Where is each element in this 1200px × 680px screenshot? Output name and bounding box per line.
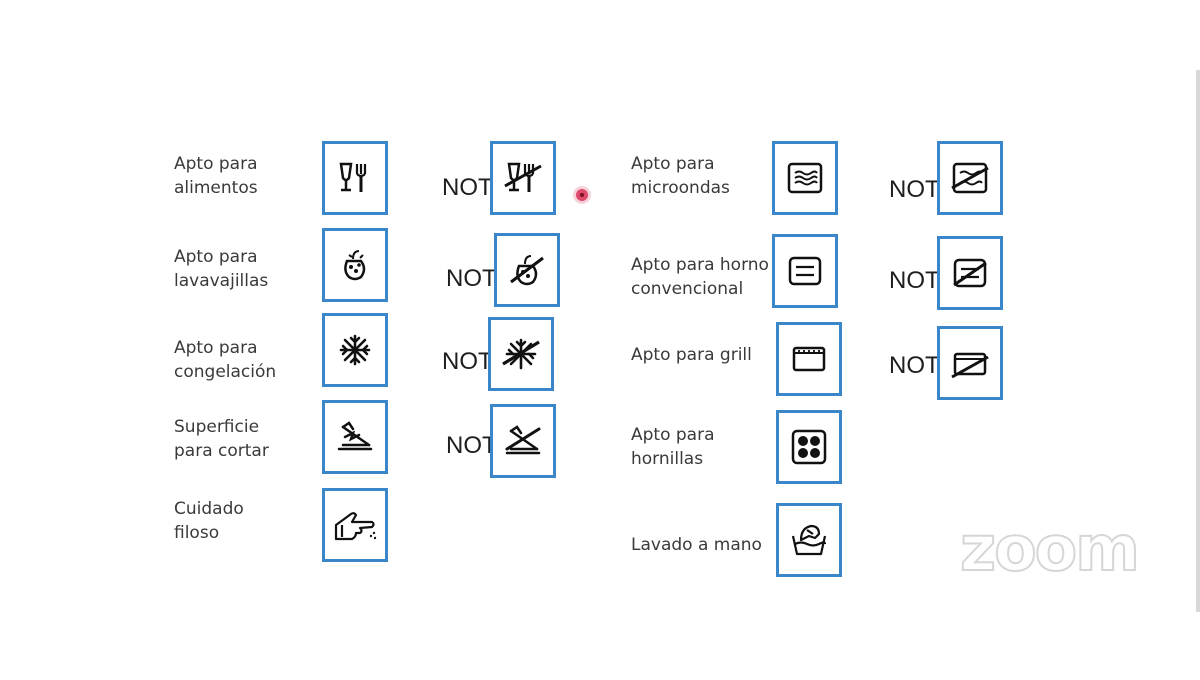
not-symbol-box-cortar	[490, 404, 556, 478]
symbol-box-cortar	[322, 400, 388, 474]
label-apto-horno: Apto para horno convencional	[631, 255, 769, 299]
slide-edge	[1196, 70, 1200, 612]
glass-fork-icon	[339, 162, 367, 192]
stovetop-icon	[791, 429, 827, 465]
not-label: NOT	[889, 176, 940, 203]
label-apto-hornillas: Apto para hornillas	[631, 425, 715, 469]
label-apto-microondas: Apto para microondas	[631, 154, 730, 198]
grill-crossed-icon	[951, 352, 989, 379]
microwave-icon	[787, 162, 823, 194]
zoom-watermark: zoom	[959, 511, 1141, 586]
label-cuidado-filoso: Cuidado filoso	[174, 499, 244, 543]
bottom-band	[0, 612, 1200, 680]
cutting-surface-crossed-icon	[505, 425, 541, 455]
label-apto-grill: Apto para grill	[631, 345, 752, 365]
symbol-box-alimentos	[322, 141, 388, 215]
not-label: NOT	[442, 174, 493, 201]
label-apto-lavavajillas: Apto para lavavajillas	[174, 247, 269, 291]
snowflake-crossed-icon	[502, 338, 540, 370]
not-label: NOT	[889, 352, 940, 379]
oven-icon	[788, 256, 822, 286]
symbol-box-hornillas	[776, 410, 842, 484]
symbol-box-filoso	[322, 488, 388, 562]
label-superficie-cortar: Superficie para cortar	[174, 417, 269, 461]
symbol-box-congelacion	[322, 313, 388, 387]
snowflake-icon	[339, 334, 371, 366]
sharp-finger-icon	[334, 512, 377, 541]
not-symbol-box-congelacion	[488, 317, 554, 391]
symbol-box-grill	[776, 322, 842, 396]
grill-icon	[792, 346, 826, 372]
not-label: NOT	[446, 265, 497, 292]
not-label: NOT	[889, 267, 940, 294]
glass-fork-crossed-icon	[504, 162, 542, 192]
dishwasher-crossed-icon	[510, 255, 544, 286]
not-label: NOT	[442, 348, 493, 375]
label-lavado-mano: Lavado a mano	[631, 535, 762, 555]
symbol-box-horno	[772, 234, 838, 308]
label-apto-congelacion: Apto para congelación	[174, 338, 277, 382]
not-symbol-box-grill	[937, 326, 1003, 400]
symbol-box-microondas	[772, 141, 838, 215]
not-symbol-box-horno	[937, 236, 1003, 310]
hand-wash-icon	[791, 524, 827, 556]
top-band	[0, 0, 1200, 70]
symbol-box-lavado-mano	[776, 503, 842, 577]
not-symbol-box-alimentos	[490, 141, 556, 215]
cutting-surface-icon	[337, 421, 373, 451]
microwave-crossed-icon	[951, 162, 989, 194]
not-symbol-box-lavavajillas	[494, 233, 560, 307]
not-label: NOT	[446, 432, 497, 459]
symbol-box-lavavajillas	[322, 228, 388, 302]
oven-crossed-icon	[953, 258, 987, 288]
laser-pointer-dot	[576, 189, 588, 201]
label-apto-alimentos: Apto para alimentos	[174, 154, 258, 198]
dishwasher-icon	[344, 250, 366, 281]
not-symbol-box-microondas	[937, 141, 1003, 215]
